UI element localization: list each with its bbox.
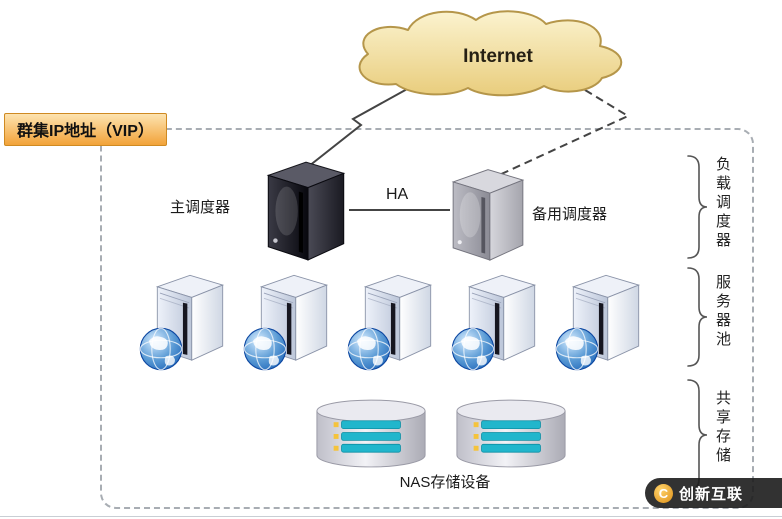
primary-dispatcher-label: 主调度器 xyxy=(170,199,231,216)
watermark-text: 创新互联 xyxy=(679,485,744,503)
storage-cylinder-icon xyxy=(316,399,426,468)
backup-dispatcher-label: 备用调度器 xyxy=(532,206,608,223)
web-server xyxy=(451,268,542,374)
internet-cloud: Internet xyxy=(338,4,658,104)
group-bracket-shared-storage xyxy=(687,379,708,491)
group-label-load-balancer: 负载调度器 xyxy=(714,156,731,251)
web-server xyxy=(243,268,334,374)
primary-dispatcher-server xyxy=(262,156,350,262)
web-server xyxy=(347,268,438,374)
ha-label: HA xyxy=(386,186,409,203)
nas-storage-device xyxy=(452,397,570,471)
cloud-shape xyxy=(358,10,623,97)
web-server xyxy=(555,268,646,374)
watermark-logo-icon: C xyxy=(654,483,673,503)
nas-label: NAS存储设备 xyxy=(399,474,491,491)
vip-label: 群集IP地址（VIP） xyxy=(4,113,167,146)
globe-icon xyxy=(139,327,183,371)
group-label-server-pool: 服务器池 xyxy=(714,274,731,350)
page-bottom-divider xyxy=(0,516,782,517)
nas-storage-device xyxy=(312,397,430,471)
web-server xyxy=(139,268,230,374)
group-bracket-server-pool xyxy=(687,267,708,367)
watermark: C 创新互联 xyxy=(645,478,782,508)
group-label-shared-storage: 共享存储 xyxy=(714,390,731,466)
cluster-boundary xyxy=(100,128,754,509)
internet-label: Internet xyxy=(463,46,533,67)
server-tower-gray-icon xyxy=(452,169,524,261)
globe-icon xyxy=(555,327,599,371)
backup-dispatcher-server xyxy=(446,164,530,262)
globe-icon xyxy=(243,327,287,371)
storage-cylinder-icon xyxy=(456,399,566,468)
server-tower-black-icon xyxy=(267,161,345,261)
globe-icon xyxy=(347,327,391,371)
group-bracket-load-balancer xyxy=(687,155,708,259)
globe-icon xyxy=(451,327,495,371)
